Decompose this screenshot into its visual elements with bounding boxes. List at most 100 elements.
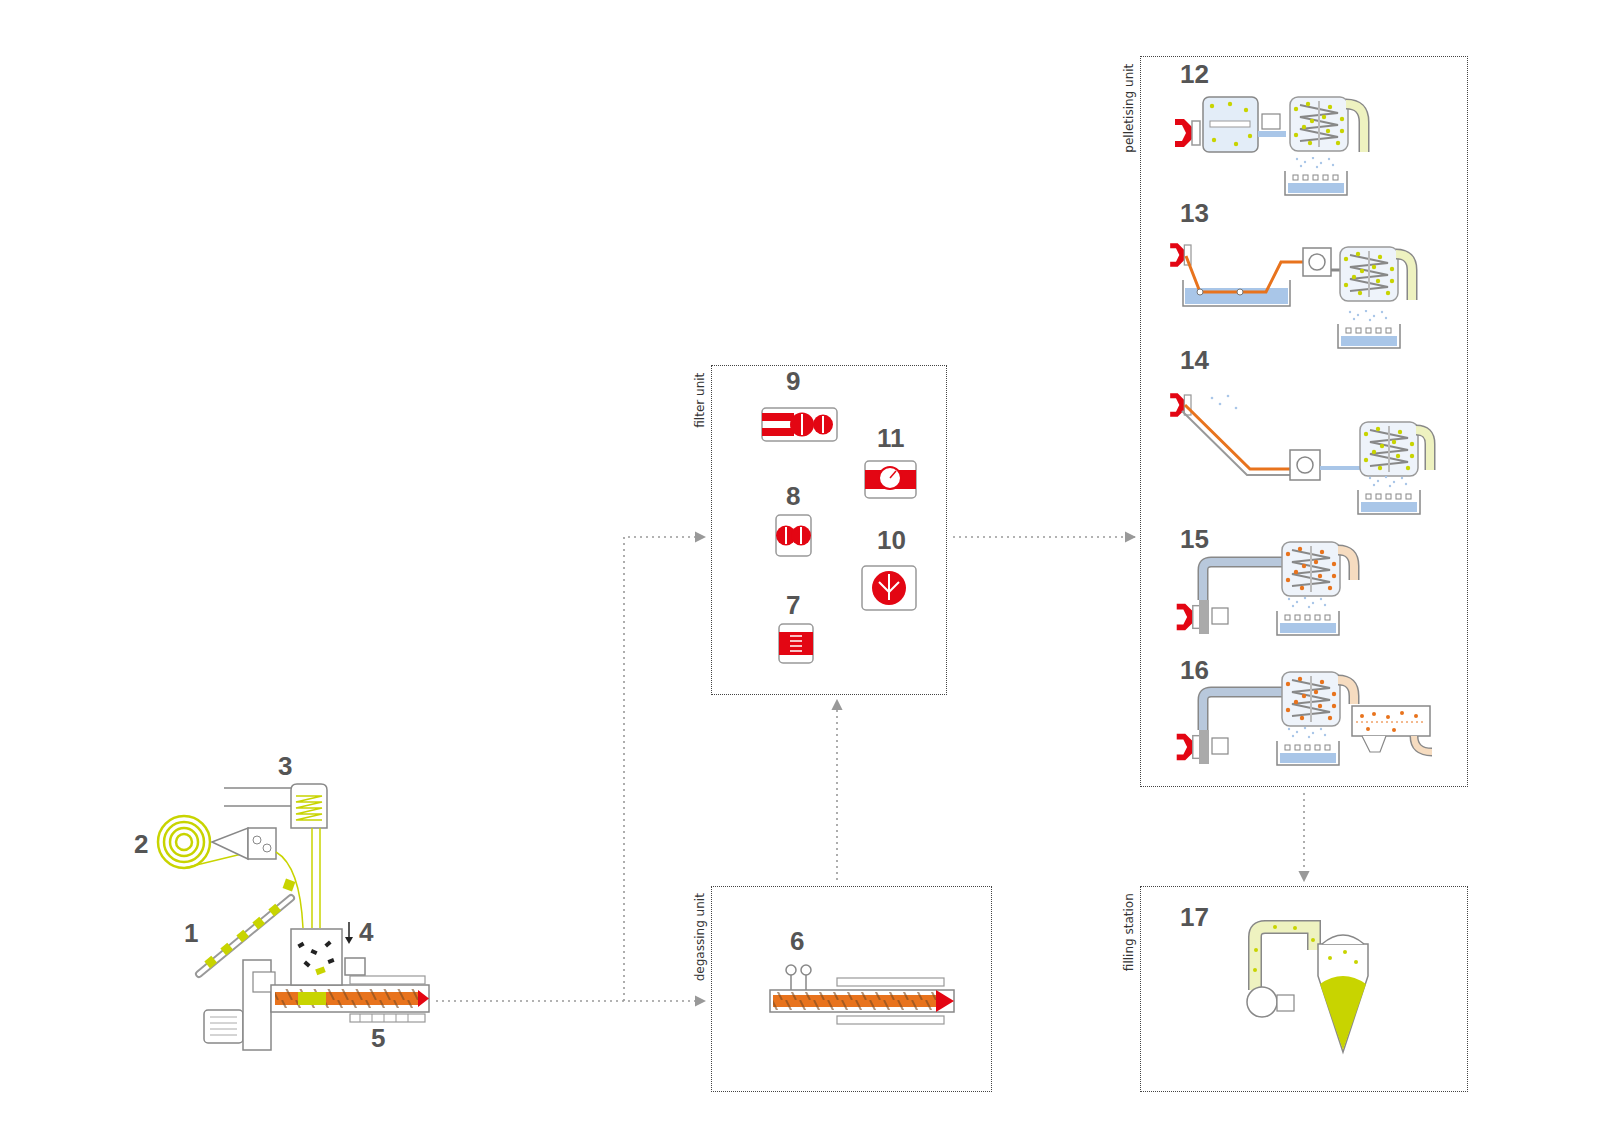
callout-number: 3 bbox=[278, 752, 292, 781]
filter-symbol bbox=[779, 624, 813, 663]
extruder bbox=[311, 828, 313, 928]
pelletiser bbox=[1360, 422, 1418, 476]
pelletiser bbox=[1366, 727, 1370, 731]
callout-number: 2 bbox=[134, 830, 148, 859]
filling-silo bbox=[1322, 935, 1364, 944]
pelletiser bbox=[1414, 714, 1418, 718]
pelletiser bbox=[1185, 405, 1290, 469]
filling-silo bbox=[1311, 938, 1315, 942]
extruder bbox=[291, 784, 327, 828]
pelletiser bbox=[1277, 727, 1339, 765]
extruder bbox=[164, 822, 204, 862]
extruder bbox=[350, 1014, 425, 1022]
pelletiser bbox=[1203, 562, 1284, 600]
callout-number: 11 bbox=[877, 424, 905, 453]
extruder bbox=[158, 816, 210, 868]
extruder bbox=[271, 985, 429, 1012]
extruder bbox=[350, 976, 425, 984]
pelletiser bbox=[1282, 672, 1340, 726]
degassing-extruder bbox=[773, 992, 938, 1010]
pelletiser bbox=[1360, 714, 1364, 718]
filter-symbol bbox=[879, 467, 901, 489]
filling-silo bbox=[1255, 927, 1314, 990]
filter-symbol bbox=[879, 574, 899, 600]
filling-silo bbox=[1254, 948, 1258, 952]
pelletiser bbox=[1297, 457, 1313, 473]
extruder bbox=[275, 989, 420, 1008]
extruder bbox=[220, 943, 233, 956]
filling-silo bbox=[1320, 976, 1366, 1050]
extruder bbox=[360, 1014, 408, 1022]
pelletiser bbox=[1199, 600, 1209, 634]
degassing-extruder bbox=[801, 965, 811, 975]
filter-symbol bbox=[802, 414, 823, 435]
pelletiser bbox=[1262, 114, 1280, 129]
extruder bbox=[315, 966, 326, 975]
pelletiser bbox=[1185, 288, 1288, 304]
degassing-extruder bbox=[791, 975, 806, 990]
pelletiser bbox=[1360, 711, 1418, 732]
degassing-extruder bbox=[936, 990, 954, 1012]
filling-silo bbox=[1293, 926, 1297, 930]
pelletiser bbox=[1414, 736, 1432, 752]
pelletiser bbox=[1362, 736, 1386, 752]
pelletiser bbox=[1331, 269, 1340, 272]
pelletiser bbox=[1177, 604, 1201, 630]
filling-silo bbox=[1247, 925, 1368, 1052]
flow-arrow bbox=[953, 536, 1135, 538]
degassing-extruder bbox=[770, 965, 954, 1024]
callout-number: 17 bbox=[1180, 903, 1209, 932]
pelletiser bbox=[1414, 736, 1432, 752]
callout-number: 6 bbox=[790, 927, 804, 956]
pelletiser bbox=[1396, 254, 1412, 300]
extruder bbox=[170, 828, 198, 856]
filter-symbol bbox=[872, 571, 906, 605]
pelletiser bbox=[1212, 138, 1216, 142]
extruder bbox=[268, 904, 281, 917]
pelletiser bbox=[1392, 728, 1396, 732]
pelletiser bbox=[1346, 104, 1364, 152]
filling-silo bbox=[1354, 960, 1358, 964]
pelletiser bbox=[1290, 97, 1348, 151]
filling-silo bbox=[1328, 950, 1358, 964]
filling-silo bbox=[1277, 995, 1294, 1011]
pelletiser bbox=[1197, 289, 1203, 295]
extruder bbox=[176, 834, 192, 850]
degassing-unit-box: degassing unit bbox=[711, 886, 992, 1092]
extruder bbox=[199, 898, 291, 974]
filling-silo bbox=[1318, 944, 1368, 1052]
filter-symbol bbox=[862, 566, 916, 610]
filter-symbol bbox=[762, 408, 837, 441]
unit-heading: pelletising unit bbox=[1122, 63, 1136, 152]
pelletiser bbox=[1258, 131, 1286, 137]
pelletiser bbox=[1416, 430, 1430, 470]
pelletiser bbox=[1346, 104, 1364, 152]
pelletiser bbox=[1303, 248, 1331, 276]
pelletiser bbox=[1175, 119, 1200, 147]
callout-number: 16 bbox=[1180, 656, 1209, 685]
pelletiser bbox=[1340, 247, 1398, 301]
pelletiser bbox=[1186, 256, 1304, 292]
pelletiser bbox=[1386, 715, 1390, 719]
pelletiser bbox=[1338, 680, 1354, 704]
pelletiser bbox=[1358, 476, 1420, 514]
pelletiser bbox=[1396, 254, 1412, 300]
pelletiser bbox=[1212, 738, 1228, 754]
pelletiser bbox=[1203, 692, 1284, 730]
extruder bbox=[210, 1017, 237, 1035]
extruder bbox=[248, 828, 276, 859]
extruder bbox=[224, 788, 300, 806]
pelletiser bbox=[1203, 562, 1284, 600]
filling-silo bbox=[1343, 950, 1347, 954]
extruder bbox=[345, 937, 353, 944]
pelletiser bbox=[1170, 97, 1432, 765]
pelletiser bbox=[1235, 407, 1238, 410]
pelletiser bbox=[1210, 104, 1214, 108]
filling-silo bbox=[1253, 925, 1315, 972]
filter-symbol bbox=[890, 471, 896, 478]
degassing-extruder bbox=[770, 990, 954, 1012]
pelletiser bbox=[1177, 734, 1201, 760]
pelletiser bbox=[1211, 397, 1214, 400]
pelletiser bbox=[1338, 680, 1354, 704]
